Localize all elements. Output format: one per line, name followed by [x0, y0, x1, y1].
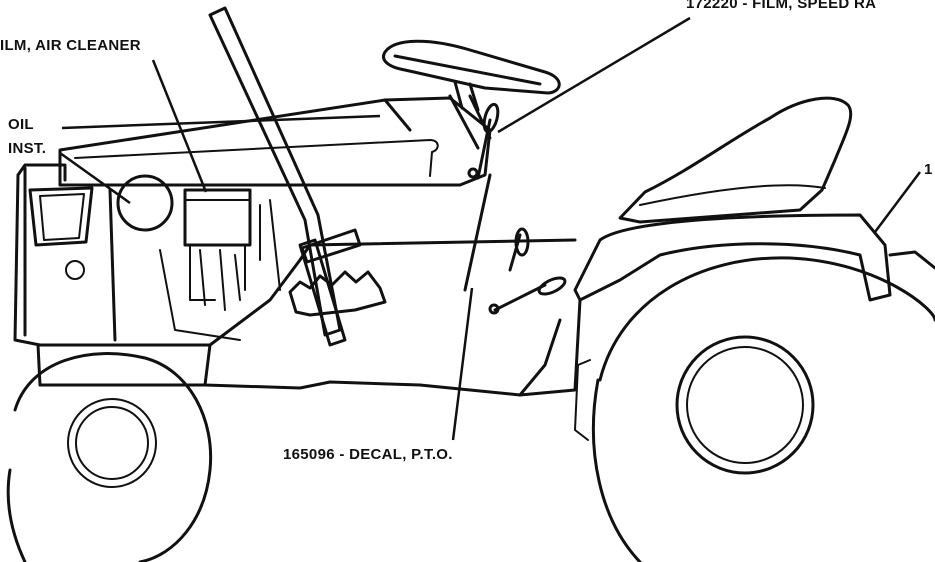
- leader-pto: [451, 287, 474, 441]
- callout-right-edge: 1: [924, 161, 933, 178]
- callout-speed-range: 172220 - FILM, SPEED RA: [686, 0, 877, 12]
- ratchet-quadrant: [288, 270, 387, 317]
- rear-fender: [573, 213, 935, 302]
- rear-wheel: [574, 256, 935, 562]
- callout-pto: 165096 - DECAL, P.T.O.: [283, 446, 453, 463]
- shift-lever: [508, 227, 530, 272]
- steering-wheel: [382, 39, 561, 112]
- front-wheel: [6, 352, 213, 562]
- speed-lever: [467, 102, 500, 180]
- grille: [13, 163, 117, 347]
- leader-oil: [61, 114, 381, 130]
- leader-speed-range: [497, 16, 691, 134]
- leader-air-cleaner: [151, 59, 208, 193]
- lift-lever: [208, 6, 362, 347]
- callout-air-cleaner: ILM, AIR CLEANER: [0, 37, 141, 54]
- engine: [116, 174, 281, 341]
- leader-fender: [874, 171, 921, 233]
- seat: [618, 96, 853, 224]
- callout-oil: OIL: [8, 116, 34, 133]
- hood: [58, 96, 492, 187]
- callout-inst: INST.: [8, 140, 47, 157]
- pto-lever: [488, 276, 567, 315]
